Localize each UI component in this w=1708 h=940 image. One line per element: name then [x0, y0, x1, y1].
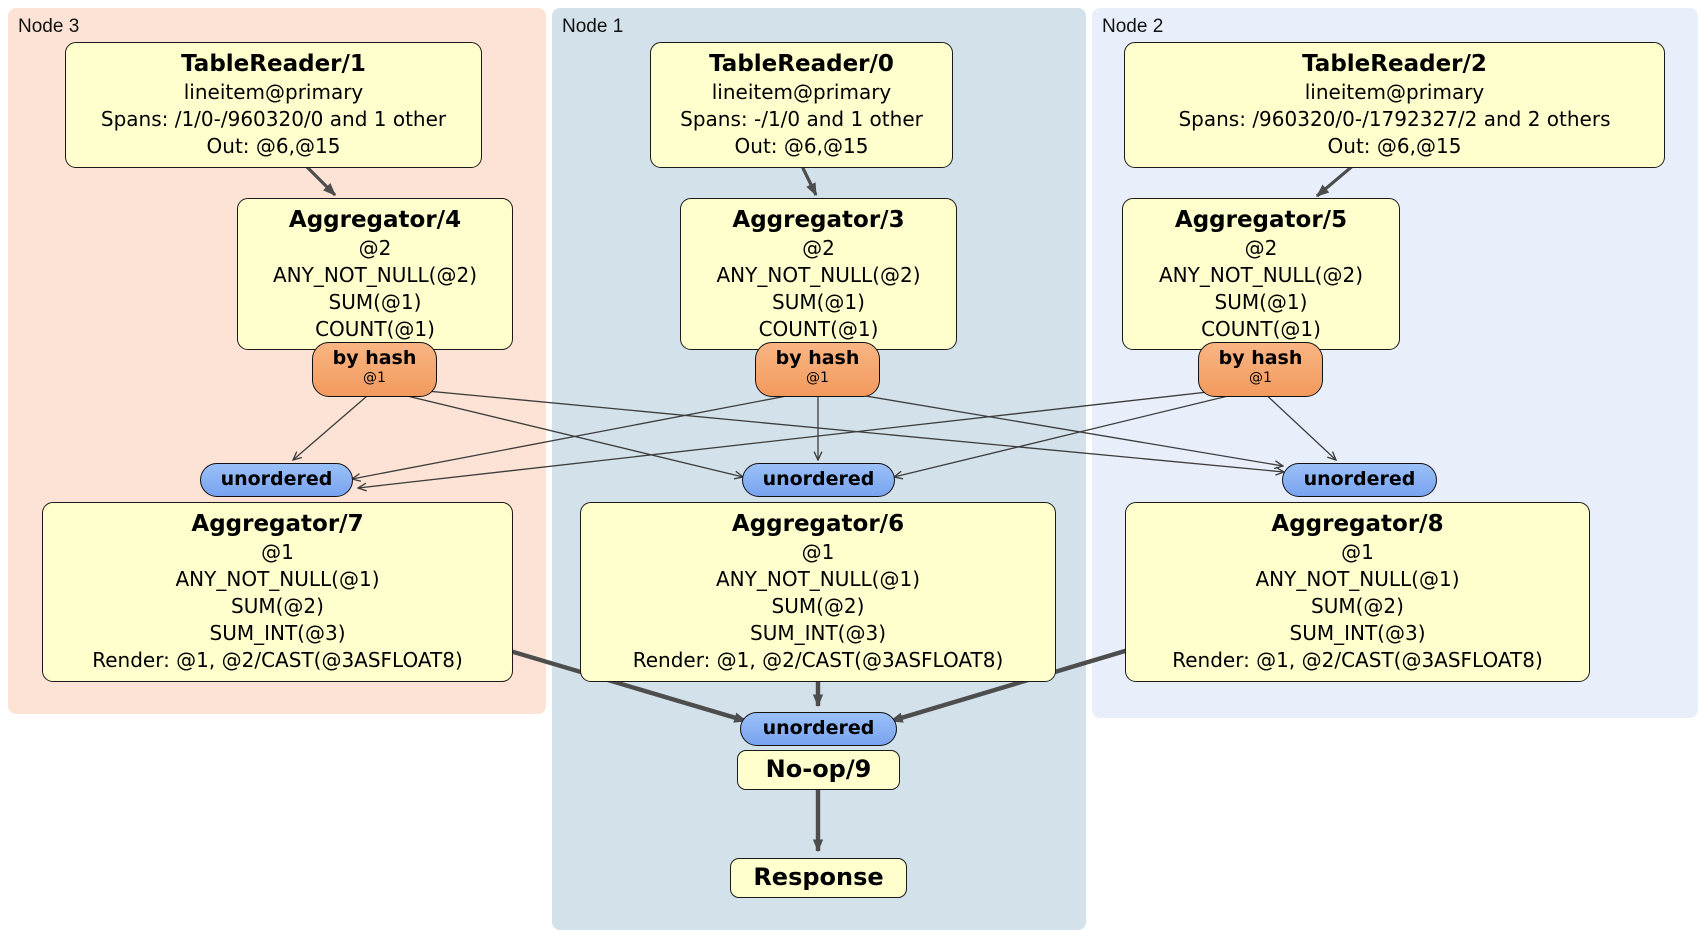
region-node2-label: Node 2 — [1102, 16, 1164, 37]
aggregator-7-fn2: SUM(@2) — [231, 594, 324, 618]
noop-9-title: No-op/9 — [765, 755, 872, 783]
aggregator-7-title: Aggregator/7 — [191, 511, 364, 537]
region-node1-label: Node 1 — [562, 16, 624, 37]
sync-unordered-final: unordered — [740, 712, 897, 746]
sync-unordered-6: unordered — [742, 463, 895, 497]
aggregator-7-render: Render: @1, @2/CAST(@3ASFLOAT8) — [92, 648, 463, 672]
aggregator-6-group: @1 — [801, 540, 835, 564]
tablereader-0-title: TableReader/0 — [709, 51, 894, 77]
aggregator-4-fn2: SUM(@1) — [328, 290, 422, 314]
sync-6-label: unordered — [762, 468, 875, 490]
tablereader-1-title: TableReader/1 — [181, 51, 366, 77]
sync-unordered-8: unordered — [1282, 463, 1437, 497]
aggregator-6-fn2: SUM(@2) — [771, 594, 865, 618]
aggregator-3-fn1: ANY_NOT_NULL(@2) — [716, 263, 921, 287]
sync-7-label: unordered — [220, 468, 333, 490]
aggregator-6-fn1: ANY_NOT_NULL(@1) — [716, 567, 920, 591]
router-4-tag: @1 — [363, 370, 386, 386]
aggregator-4-title: Aggregator/4 — [288, 207, 462, 233]
sync-unordered-7: unordered — [200, 463, 353, 497]
tablereader-0-spans: Spans: -/1/0 and 1 other — [680, 107, 923, 131]
aggregator-7-fn1: ANY_NOT_NULL(@1) — [175, 567, 380, 591]
aggregator-4-box: Aggregator/4 @2 ANY_NOT_NULL(@2) SUM(@1)… — [237, 198, 513, 350]
tablereader-2-title: TableReader/2 — [1302, 51, 1487, 77]
aggregator-3-title: Aggregator/3 — [732, 207, 905, 233]
aggregator-3-fn3: COUNT(@1) — [758, 317, 879, 341]
aggregator-8-group: @1 — [1341, 540, 1374, 564]
tablereader-1-out: Out: @6,@15 — [206, 134, 341, 158]
response-title: Response — [753, 863, 884, 891]
router-by-hash-3: by hash @1 — [755, 342, 880, 397]
tablereader-2-box: TableReader/2 lineitem@primary Spans: /9… — [1124, 42, 1665, 168]
tablereader-0-index: lineitem@primary — [711, 80, 892, 104]
aggregator-8-title: Aggregator/8 — [1271, 511, 1444, 537]
aggregator-5-title: Aggregator/5 — [1174, 207, 1348, 233]
router-5-label: by hash — [1218, 347, 1303, 369]
aggregator-4-group: @2 — [358, 236, 392, 260]
tablereader-1-box: TableReader/1 lineitem@primary Spans: /1… — [65, 42, 482, 168]
aggregator-3-group: @2 — [802, 236, 835, 260]
response-box: Response — [730, 858, 907, 898]
aggregator-8-fn1: ANY_NOT_NULL(@1) — [1255, 567, 1460, 591]
aggregator-6-title: Aggregator/6 — [731, 511, 905, 537]
aggregator-5-fn3: COUNT(@1) — [1201, 317, 1321, 341]
aggregator-8-box: Aggregator/8 @1 ANY_NOT_NULL(@1) SUM(@2)… — [1125, 502, 1590, 682]
tablereader-2-spans: Spans: /960320/0-/1792327/2 and 2 others — [1178, 107, 1611, 131]
sync-8-label: unordered — [1303, 468, 1416, 490]
aggregator-6-fn3: SUM_INT(@3) — [750, 621, 886, 645]
router-4-label: by hash — [332, 347, 417, 369]
tablereader-1-spans: Spans: /1/0-/960320/0 and 1 other — [100, 107, 447, 131]
router-by-hash-4: by hash @1 — [312, 342, 437, 397]
aggregator-6-render: Render: @1, @2/CAST(@3ASFLOAT8) — [632, 648, 1004, 672]
aggregator-5-fn1: ANY_NOT_NULL(@2) — [1159, 263, 1363, 287]
aggregator-7-fn3: SUM_INT(@3) — [209, 621, 346, 645]
noop-9-box: No-op/9 — [737, 750, 900, 790]
aggregator-6-box: Aggregator/6 @1 ANY_NOT_NULL(@1) SUM(@2)… — [580, 502, 1056, 682]
tablereader-2-index: lineitem@primary — [1304, 80, 1485, 104]
aggregator-7-box: Aggregator/7 @1 ANY_NOT_NULL(@1) SUM(@2)… — [42, 502, 513, 682]
aggregator-4-fn1: ANY_NOT_NULL(@2) — [273, 263, 477, 287]
aggregator-4-fn3: COUNT(@1) — [315, 317, 435, 341]
tablereader-2-out: Out: @6,@15 — [1327, 134, 1462, 158]
aggregator-5-group: @2 — [1244, 236, 1278, 260]
router-5-tag: @1 — [1249, 370, 1272, 386]
router-by-hash-5: by hash @1 — [1198, 342, 1323, 397]
sync-final-label: unordered — [762, 717, 875, 739]
router-3-label: by hash — [775, 347, 860, 369]
tablereader-0-box: TableReader/0 lineitem@primary Spans: -/… — [650, 42, 953, 168]
tablereader-1-index: lineitem@primary — [183, 80, 364, 104]
aggregator-3-fn2: SUM(@1) — [772, 290, 865, 314]
aggregator-8-render: Render: @1, @2/CAST(@3ASFLOAT8) — [1172, 648, 1543, 672]
tablereader-0-out: Out: @6,@15 — [734, 134, 869, 158]
aggregator-8-fn2: SUM(@2) — [1311, 594, 1404, 618]
aggregator-5-box: Aggregator/5 @2 ANY_NOT_NULL(@2) SUM(@1)… — [1122, 198, 1400, 350]
aggregator-3-box: Aggregator/3 @2 ANY_NOT_NULL(@2) SUM(@1)… — [680, 198, 957, 350]
router-3-tag: @1 — [806, 370, 829, 386]
aggregator-8-fn3: SUM_INT(@3) — [1289, 621, 1426, 645]
region-node3-label: Node 3 — [18, 16, 80, 37]
aggregator-7-group: @1 — [261, 540, 294, 564]
aggregator-5-fn2: SUM(@1) — [1214, 290, 1308, 314]
